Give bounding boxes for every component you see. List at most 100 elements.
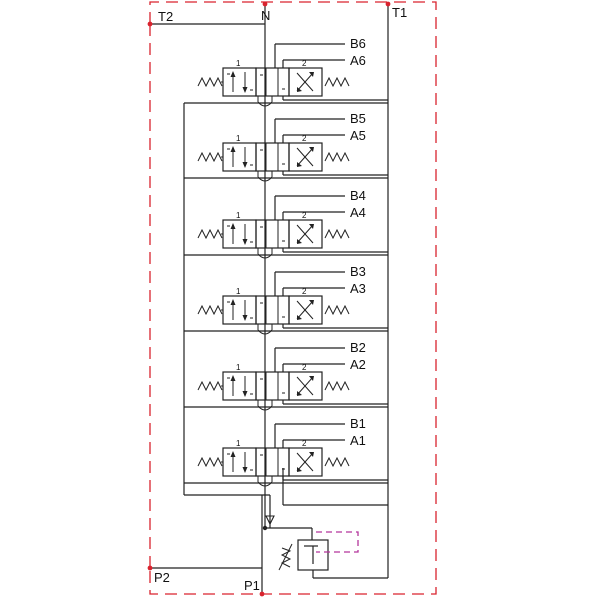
valve-position-left	[222, 447, 257, 477]
valve-position-center	[255, 219, 290, 249]
crossover-loop	[257, 329, 273, 335]
arrow-cross-icon	[309, 452, 314, 457]
arrow-up-icon	[230, 146, 236, 152]
spring-left-icon	[197, 151, 223, 163]
crossover-loop	[257, 176, 273, 182]
port-label-a: A2	[350, 357, 366, 372]
valve-position-left	[222, 295, 257, 325]
arrow-cross-icon	[309, 72, 314, 77]
port-label-a: A6	[350, 53, 366, 68]
arrow-down-icon	[242, 315, 248, 321]
port-label-n: N	[261, 8, 270, 23]
spring-right-icon	[324, 304, 350, 316]
port-label-a: A1	[350, 433, 366, 448]
position-label-left: 1	[236, 287, 241, 296]
port-label-t2: T2	[158, 9, 173, 24]
position-label-left: 1	[236, 59, 241, 68]
port-label-b: B4	[350, 188, 366, 203]
valve-position-center	[255, 447, 290, 477]
port-label-p2: P2	[154, 570, 170, 585]
port-label-t1: T1	[392, 5, 407, 20]
arrow-cross-icon	[297, 162, 302, 167]
arrow-down-icon	[242, 467, 248, 473]
position-label-right: 2	[302, 134, 307, 143]
arrow-up-icon	[230, 451, 236, 457]
n-port-dot	[262, 1, 268, 7]
valve-cross-arrow	[296, 452, 314, 472]
valve-position-left	[222, 219, 257, 249]
crossover-loop	[257, 405, 273, 411]
valve-position-right	[288, 447, 323, 477]
port-label-p1: P1	[244, 578, 260, 593]
arrow-cross-icon	[297, 467, 302, 472]
relief-pilot-line	[316, 531, 359, 553]
port-label-b: B5	[350, 111, 366, 126]
t1-port-dot	[385, 1, 391, 7]
valve-position-right	[288, 142, 323, 172]
valve-cross-arrow	[296, 376, 314, 396]
valve-position-right	[288, 67, 323, 97]
spring-left-icon	[197, 228, 223, 240]
valve-position-center	[255, 142, 290, 172]
valve-cross-arrow	[296, 147, 314, 167]
arrow-down-icon	[242, 87, 248, 93]
arrow-cross-icon	[309, 300, 314, 305]
arrow-cross-icon	[297, 239, 302, 244]
valve-cross-arrow	[296, 300, 314, 320]
spring-left-icon	[197, 76, 223, 88]
valve-position-center	[255, 67, 290, 97]
valve-position-center	[255, 371, 290, 401]
position-label-left: 1	[236, 363, 241, 372]
spring-left-icon	[197, 304, 223, 316]
port-label-a: A5	[350, 128, 366, 143]
arrow-cross-icon	[297, 315, 302, 320]
relief-spring-arrow	[278, 543, 293, 571]
valve-position-right	[288, 371, 323, 401]
valve-position-right	[288, 219, 323, 249]
port-label-a: A4	[350, 205, 366, 220]
p2-port-dot	[147, 565, 153, 571]
t2-port-dot	[147, 21, 153, 27]
port-label-b: B2	[350, 340, 366, 355]
position-label-left: 1	[236, 439, 241, 448]
arrow-down-icon	[242, 391, 248, 397]
position-label-right: 2	[302, 363, 307, 372]
valve-position-left	[222, 142, 257, 172]
crossover-loop	[257, 101, 273, 107]
arrow-down-icon	[242, 239, 248, 245]
arrow-cross-icon	[309, 376, 314, 381]
crossover-loop	[257, 481, 273, 487]
valve-position-center	[255, 295, 290, 325]
valve-position-left	[222, 67, 257, 97]
valve-position-left	[222, 371, 257, 401]
position-label-left: 1	[236, 134, 241, 143]
port-label-a: A3	[350, 281, 366, 296]
arrow-cross-icon	[297, 391, 302, 396]
arrow-cross-icon	[309, 147, 314, 152]
arrow-up-icon	[230, 299, 236, 305]
spring-right-icon	[324, 151, 350, 163]
arrow-up-icon	[230, 71, 236, 77]
position-label-right: 2	[302, 287, 307, 296]
spring-left-icon	[197, 380, 223, 392]
spring-right-icon	[324, 380, 350, 392]
arrow-cross-icon	[297, 87, 302, 92]
arrow-up-icon	[230, 375, 236, 381]
position-label-right: 2	[302, 439, 307, 448]
position-label-right: 2	[302, 59, 307, 68]
p1-port-dot	[259, 591, 265, 597]
port-label-b: B3	[350, 264, 366, 279]
port-label-b: B1	[350, 416, 366, 431]
crossover-loop	[257, 253, 273, 259]
valve-cross-arrow	[296, 72, 314, 92]
spring-right-icon	[324, 456, 350, 468]
